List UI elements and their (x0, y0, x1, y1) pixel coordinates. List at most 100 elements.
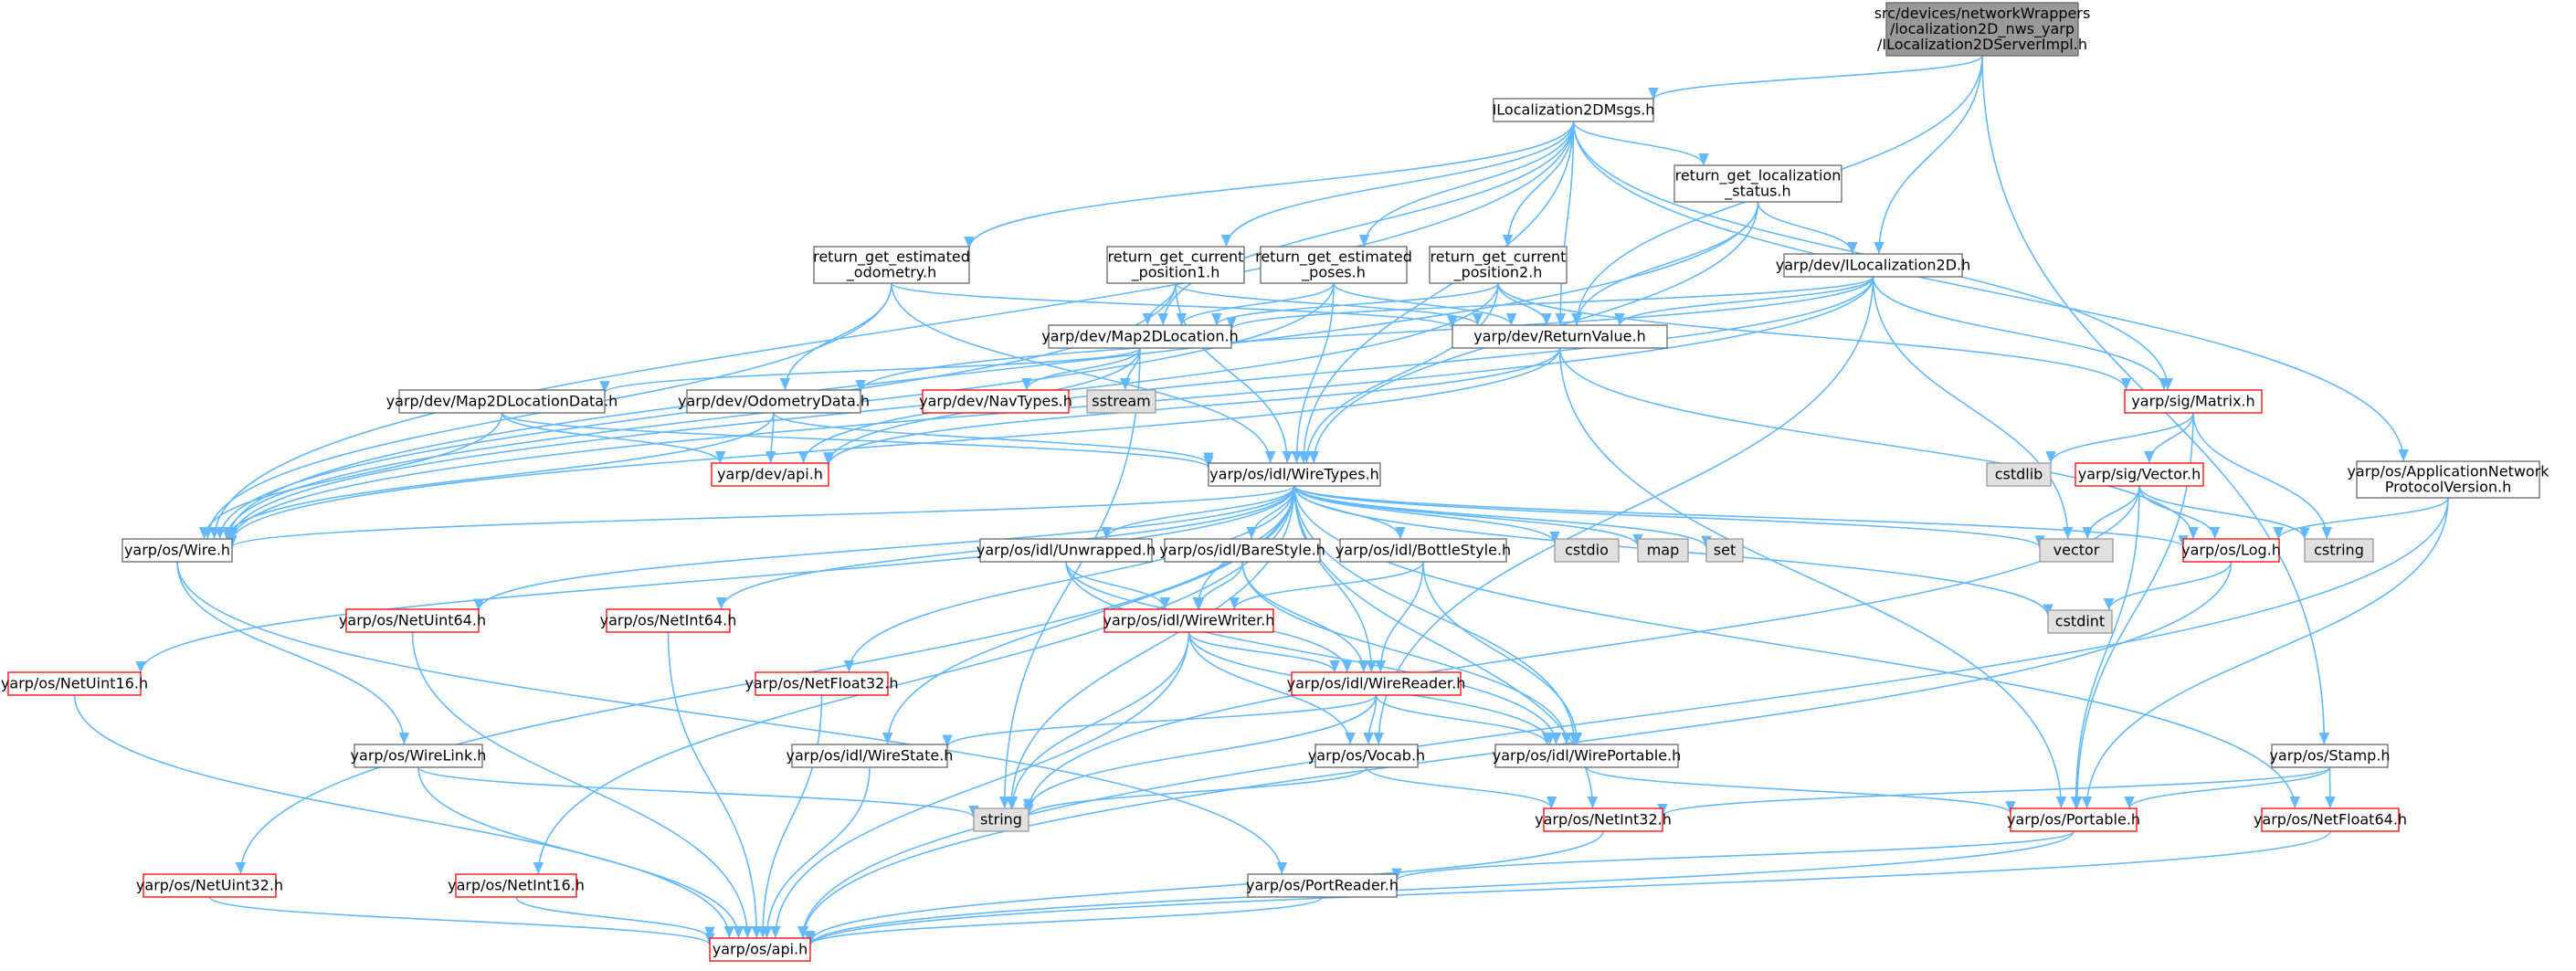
edge-ReturnValue-to-Log (1558, 347, 2199, 540)
node-WireLink[interactable]: yarp/os/WireLink.h (351, 744, 487, 768)
node-NetFloat64[interactable]: yarp/os/NetFloat64.h (2254, 807, 2407, 832)
node-NetUint16[interactable]: yarp/os/NetUint16.h (1, 671, 148, 696)
node-Vocab[interactable]: yarp/os/Vocab.h (1308, 744, 1425, 768)
node-box (455, 873, 577, 898)
edge-WireTypes-to-NetUint64 (473, 485, 1295, 611)
node-label: yarp/os/WireLink.h (351, 747, 487, 765)
node-label: yarp/os/NetUint32.h (136, 877, 283, 894)
node-box (973, 807, 1029, 832)
edge-rgeo-to-OdometryData (779, 282, 892, 391)
node-ILocalization2DMsgs[interactable]: ILocalization2DMsgs.h (1493, 98, 1655, 122)
node-WireReader[interactable]: yarp/os/idl/WireReader.h (1287, 671, 1466, 696)
node-label: yarp/os/idl/WirePortable.h (1493, 747, 1682, 765)
node-label: ILocalization2DMsgs.h (1493, 101, 1655, 119)
node-ReturnValue[interactable]: yarp/dev/ReturnValue.h (1452, 324, 1668, 349)
node-label: cstdlib (1995, 466, 2043, 483)
edge-WireTypes-to-WireState (882, 485, 1295, 745)
node-label: return_get_current (1431, 248, 1567, 267)
node-box (1164, 538, 1321, 563)
node-label: yarp/dev/ReturnValue.h (1473, 328, 1646, 345)
node-Vector[interactable]: yarp/sig/Vector.h (2075, 462, 2204, 487)
node-box (2039, 538, 2114, 563)
node-APV[interactable]: yarp/os/ApplicationNetworkProtocolVersio… (2347, 460, 2550, 499)
node-label: _position2.h (1453, 264, 1543, 282)
node-WirePortable[interactable]: yarp/os/idl/WirePortable.h (1493, 744, 1682, 768)
node-rgep[interactable]: return_get_estimated_poses.h (1255, 246, 1412, 284)
node-WireState[interactable]: yarp/os/idl/WireState.h (787, 744, 954, 768)
node-ILocalization2D[interactable]: yarp/dev/ILocalization2D.h (1776, 253, 1970, 278)
node-vector: vector (2039, 538, 2114, 563)
node-Log[interactable]: yarp/os/Log.h (2181, 538, 2281, 563)
node-label: yarp/dev/ILocalization2D.h (1776, 257, 1970, 274)
edge-Wire-to-PortReader (176, 561, 1287, 875)
edge-WireState-to-osapi (761, 766, 871, 939)
node-Map2DLocation[interactable]: yarp/dev/Map2DLocation.h (1041, 324, 1239, 349)
edge-NetInt16-to-osapi (515, 896, 715, 939)
node-label: yarp/os/NetFloat32.h (744, 675, 898, 692)
node-cstdlib: cstdlib (1986, 462, 2052, 487)
edge-Vector-to-Log (2138, 485, 2221, 540)
node-rgcp2[interactable]: return_get_current_position2.h (1429, 246, 1568, 284)
node-BareStyle[interactable]: yarp/os/idl/BareStyle.h (1159, 538, 1325, 563)
edge-rgcp2-to-WireTypes (1301, 282, 1499, 464)
node-root[interactable]: src/devices/networkWrappers/localization… (1874, 2, 2091, 57)
edge-Map2DLocationData-to-Wire (198, 412, 503, 540)
node-label: yarp/os/idl/BareStyle.h (1159, 542, 1325, 559)
node-label: map (1647, 542, 1680, 559)
edge-rgeo-to-ReturnValue (891, 282, 1458, 329)
node-PortReader[interactable]: yarp/os/PortReader.h (1246, 873, 1399, 898)
node-Portable[interactable]: yarp/os/Portable.h (2007, 807, 2140, 832)
node-box (1885, 2, 2079, 57)
node-NetInt16[interactable]: yarp/os/NetInt16.h (448, 873, 585, 898)
node-WireTypes[interactable]: yarp/os/idl/WireTypes.h (1208, 462, 1381, 487)
node-label: yarp/dev/OdometryData.h (678, 393, 870, 410)
node-box (711, 462, 829, 487)
edge-ILocalization2DMsgs-to-Wire (209, 121, 1575, 540)
edge-Stamp-to-NetInt32 (1657, 766, 2331, 817)
edge-Vector-to-cstring (2138, 485, 2310, 540)
node-osapi[interactable]: yarp/os/api.h (709, 937, 811, 962)
node-Map2DLocationData[interactable]: yarp/dev/Map2DLocationData.h (386, 389, 618, 414)
file-nodes: src/devices/networkWrappers/localization… (1, 2, 2550, 962)
node-NetInt32[interactable]: yarp/os/NetInt32.h (1535, 807, 1672, 832)
edge-WireLink-to-string (417, 766, 979, 818)
node-rgls[interactable]: return_get_localization_status.h (1673, 164, 1842, 203)
node-NetUint32[interactable]: yarp/os/NetUint32.h (136, 873, 283, 898)
edge-ILocalization2D-to-Matrix (1872, 276, 2170, 391)
edge-WireWriter-to-osapi (770, 631, 1190, 939)
node-Unwrapped[interactable]: yarp/os/idl/Unwrapped.h (977, 538, 1156, 563)
edge-Stamp-to-Portable (2124, 766, 2331, 809)
edge-NetUint16-to-osapi (73, 694, 735, 939)
node-NetFloat32[interactable]: yarp/os/NetFloat32.h (744, 671, 899, 696)
node-OdometryData[interactable]: yarp/dev/OdometryData.h (678, 389, 870, 414)
node-NavTypes[interactable]: yarp/dev/NavTypes.h (919, 389, 1072, 414)
edge-APV-to-osapi (797, 497, 2449, 939)
node-Wire[interactable]: yarp/os/Wire.h (121, 538, 233, 563)
node-rgeo[interactable]: return_get_estimated_odometry.h (813, 246, 970, 284)
node-label: _odometry.h (846, 264, 936, 282)
edge-Matrix-to-Vector (2144, 412, 2194, 464)
edge-BottleStyle-to-WirePortable (1422, 561, 1583, 745)
node-Matrix[interactable]: yarp/sig/Matrix.h (2124, 389, 2263, 414)
node-label: yarp/os/idl/WireState.h (787, 747, 954, 765)
node-label: /ILocalization2DServerImpl.h (1877, 36, 2087, 53)
edge-NetInt64-to-osapi (667, 631, 763, 939)
node-box (354, 744, 483, 768)
node-box (686, 389, 861, 414)
edge-ILocalization2D-to-devapi (823, 276, 1874, 465)
node-BottleStyle[interactable]: yarp/os/idl/BottleStyle.h (1336, 538, 1511, 563)
edge-BareStyle-to-WireWriter (1194, 561, 1243, 610)
node-rgcp1[interactable]: return_get_current_position1.h (1106, 246, 1245, 284)
node-NetUint64[interactable]: yarp/os/NetUint64.h (339, 608, 486, 633)
edge-WireReader-to-WirePortable (1375, 694, 1553, 745)
node-Stamp[interactable]: yarp/os/Stamp.h (2269, 744, 2391, 768)
edge-WireTypes-to-Unwrapped (1101, 485, 1295, 540)
node-box (1783, 253, 1963, 278)
node-box (1554, 538, 1620, 563)
node-NetInt64[interactable]: yarp/os/NetInt64.h (600, 608, 737, 633)
edge-rgcp1-to-ReturnValue (1175, 282, 1483, 326)
node-cstdint: cstdint (2047, 609, 2113, 634)
node-box (121, 538, 233, 563)
node-devapi[interactable]: yarp/dev/api.h (711, 462, 829, 487)
node-WireWriter[interactable]: yarp/os/idl/WireWriter.h (1103, 608, 1275, 633)
